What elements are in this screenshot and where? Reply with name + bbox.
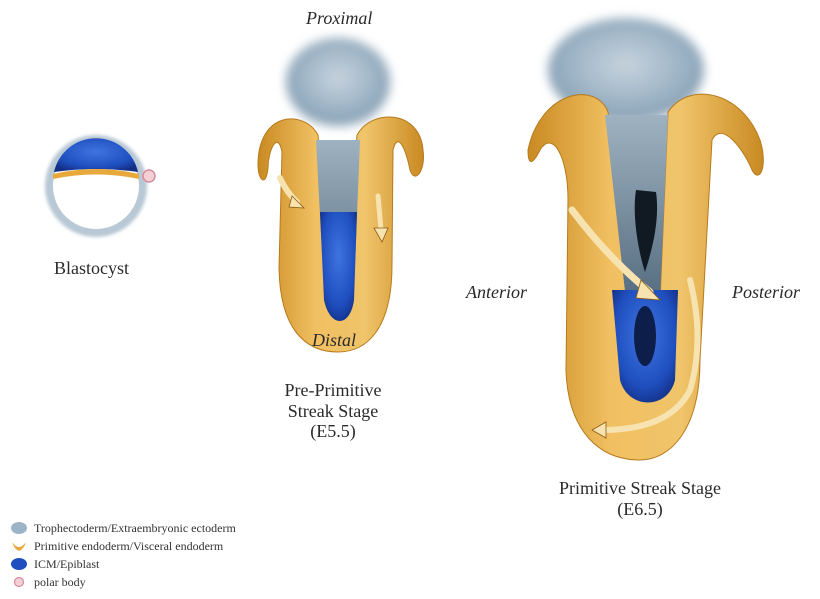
blastocyst-icm [54, 138, 138, 172]
blastocyst-polar-body [143, 170, 155, 182]
distal-label: Distal [312, 330, 356, 351]
orange-blob-icon [10, 539, 28, 553]
blue-blob-icon [10, 557, 28, 571]
anterior-label: Anterior [466, 282, 527, 303]
blastocyst-label: Blastocyst [54, 258, 129, 279]
grey-blob-icon [10, 521, 28, 535]
pre-primitive-epiblast [320, 212, 357, 321]
legend-item-polar-body: polar body [10, 573, 236, 591]
legend-item-trophectoderm: Trophectoderm/Extraembryonic ectoderm [10, 519, 236, 537]
primitive-line-1: Primitive Streak Stage [540, 478, 740, 499]
proximal-label: Proximal [306, 8, 372, 29]
pre-primitive-stage-label: Pre-Primitive Streak Stage (E5.5) [280, 380, 386, 442]
primitive-stage-label: Primitive Streak Stage (E6.5) [540, 478, 740, 519]
legend-item-epiblast: ICM/Epiblast [10, 555, 236, 573]
pre-primitive-extraembryonic-cloud [286, 38, 390, 126]
legend-item-endoderm: Primitive endoderm/Visceral endoderm [10, 537, 236, 555]
primitive-inner-cavity [634, 306, 656, 366]
legend-label: Trophectoderm/Extraembryonic ectoderm [34, 521, 236, 536]
blastocyst [45, 135, 155, 237]
legend-label: polar body [34, 575, 86, 590]
pre-primitive-line-2: Streak Stage [280, 401, 386, 422]
pre-primitive-line-1: Pre-Primitive [280, 380, 386, 401]
pre-primitive-arrow-right [378, 196, 381, 230]
legend: Trophectoderm/Extraembryonic ectoderm Pr… [10, 519, 236, 591]
polar-body-icon [10, 575, 28, 589]
primitive-line-2: (E6.5) [540, 499, 740, 520]
posterior-label: Posterior [732, 282, 800, 303]
pre-primitive-line-3: (E5.5) [280, 421, 386, 442]
legend-label: ICM/Epiblast [34, 557, 99, 572]
pre-primitive-embryo [258, 38, 424, 352]
primitive-embryo [528, 18, 763, 460]
legend-label: Primitive endoderm/Visceral endoderm [34, 539, 223, 554]
